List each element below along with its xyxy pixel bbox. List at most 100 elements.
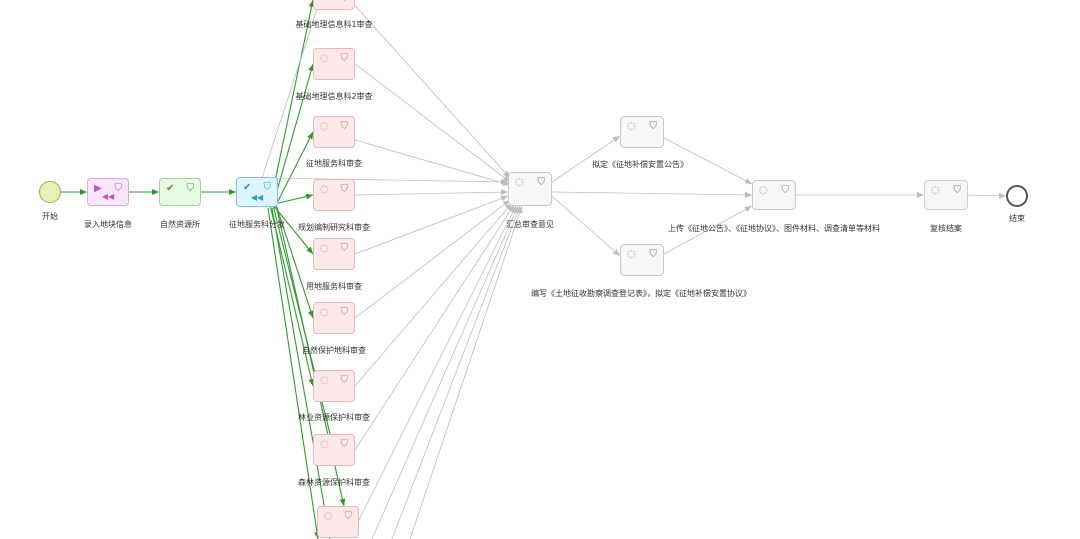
task-review-8-label: 森林资源保护科审查 [298,478,370,487]
flow-review-9-to-summary[interactable] [358,205,517,521]
task-upload[interactable]: ◌ ⛉ [752,180,796,210]
task-upload-label: 上传《征地公告》、《征地协议》、图件材料、调查清单等材料 [668,224,880,233]
task-draft-notice[interactable]: ◌ ⛉ [620,116,664,148]
check-icon: ✔ [243,182,252,193]
task-review-8[interactable]: ◌ ⛉ [313,434,355,466]
task-dispatch-label: 征地服务科分发 [229,220,285,229]
task-review-1[interactable]: ⛉ [313,0,355,10]
task-summary-label: 汇总审查意见 [506,220,554,229]
user-icon: ⛉ [341,0,349,4]
task-review-2-label: 基础地理信息科2审查 [295,92,373,101]
user-icon: ⛉ [340,307,349,318]
flow-summary-to-draft-agreement[interactable] [551,195,621,257]
clock-icon: ◌ [320,121,329,132]
clock-icon: ◌ [931,185,940,196]
task-input-parcel[interactable]: ▶ ⛉ ◀◀ [87,178,129,206]
user-icon: ⛉ [263,182,272,193]
flow-dispatch-to-review-6[interactable] [275,204,314,319]
flow-dispatch-to-review-extra-2[interactable] [267,207,320,539]
task-nature-resources[interactable]: ✔ ⛉ [159,178,201,206]
end-label: 结束 [1009,214,1025,223]
task-review-7[interactable]: ◌ ⛉ [313,370,355,402]
flow-review-1-to-summary[interactable] [349,0,511,179]
clock-icon: ◌ [759,185,768,196]
flow-archive-to-end[interactable] [967,192,1007,199]
user-icon: ⛉ [340,243,349,254]
user-icon: ⛉ [649,249,658,260]
task-review-3[interactable]: ◌ ⛉ [313,116,355,148]
flow-summary-to-upload[interactable] [551,191,753,198]
flow-review-3-to-summary[interactable] [354,139,511,186]
task-archive[interactable]: ◌ ⛉ [924,180,968,210]
flow-draft-agreement-to-upload[interactable] [663,205,753,255]
flow-summary-to-draft-notice[interactable] [551,135,621,183]
task-review-4-label: 规划编制研究科审查 [298,223,370,232]
start-event[interactable] [39,181,61,203]
clock-icon: ◌ [320,53,329,64]
clock-icon: ◌ [320,184,329,195]
rewind-icon: ◀◀ [101,192,115,201]
task-dispatch[interactable]: ✔ ⛉ ◀◀ [236,177,278,207]
user-icon: ⛉ [340,439,349,450]
task-draft-agreement[interactable]: ◌ ⛉ [620,244,664,276]
flow-review-8-to-summary[interactable] [354,204,515,451]
flow-dispatch-up[interactable] [261,0,321,179]
play-icon: ▶ [94,183,102,194]
flow-review-4-to-summary[interactable] [354,189,509,196]
task-review-6-label: 自然保护地科审查 [302,346,366,355]
user-icon: ⛉ [340,375,349,386]
flow-bottom-a-to-summary[interactable] [371,205,519,539]
clock-icon: ◌ [627,249,636,260]
clock-icon: ◌ [515,177,524,188]
flow-dispatch-to-review-2[interactable] [272,63,314,206]
task-draft-notice-label: 拟定《征地补偿安置公告》 [592,160,688,169]
flow-draft-notice-to-upload[interactable] [663,137,753,185]
clock-icon: ◌ [320,243,329,254]
user-icon: ⛉ [344,511,353,522]
user-icon: ⛉ [781,185,790,196]
user-icon: ⛉ [186,183,195,194]
user-icon: ⛉ [953,185,962,196]
task-review-3-label: 征地服务科审查 [306,159,362,168]
clock-icon: ◌ [320,439,329,450]
flow-review-5-to-summary[interactable] [354,195,509,255]
task-review-4[interactable]: ◌ ⛉ [313,179,355,211]
clock-icon: ◌ [320,375,329,386]
task-review-2[interactable]: ◌ ⛉ [313,48,355,80]
user-icon: ⛉ [340,184,349,195]
clock-icon: ◌ [324,511,333,522]
flow-dispatch-to-review-extra-1[interactable] [271,207,332,539]
flow-review-6-to-summary[interactable] [354,199,511,319]
user-icon: ⛉ [649,121,658,132]
flow-bottom-b-to-summary[interactable] [391,205,521,539]
rewind-icon: ◀◀ [250,193,264,202]
clock-icon: ◌ [627,121,636,132]
flow-review-2-to-summary[interactable] [354,63,511,183]
check-icon: ✔ [166,183,175,194]
task-archive-label: 复核结案 [930,224,962,233]
task-input-label: 录入地块信息 [84,220,132,229]
flow-review-7-to-summary[interactable] [354,202,513,387]
task-review-1-label: 基础地理信息科1审查 [295,20,373,29]
start-label: 开始 [42,212,58,221]
user-icon: ⛉ [537,177,546,188]
task-summary[interactable]: ◌ ⛉ [508,172,552,206]
user-icon: ⛉ [340,121,349,132]
task-review-5[interactable]: ◌ ⛉ [313,238,355,270]
clock-icon: ◌ [320,307,329,318]
flow-dispatch-to-review-1[interactable] [269,0,315,206]
flow-dispatch-to-review-3[interactable] [275,131,314,206]
task-review-5-label: 用地服务科审查 [306,282,362,291]
task-review-7-label: 林业资源保护科审查 [298,413,370,422]
user-icon: ⛉ [114,183,123,194]
task-review-9[interactable]: ◌ ⛉ [317,506,359,538]
task-nature-label: 自然资源所 [160,220,200,229]
end-event[interactable] [1006,185,1028,207]
task-review-6[interactable]: ◌ ⛉ [313,302,355,334]
user-icon: ⛉ [340,53,349,64]
flow-bottom-c-to-summary[interactable] [409,205,523,539]
flow-dispatch-top-to-summary[interactable] [265,177,509,185]
flow-dispatch-to-review-5[interactable] [272,204,314,255]
